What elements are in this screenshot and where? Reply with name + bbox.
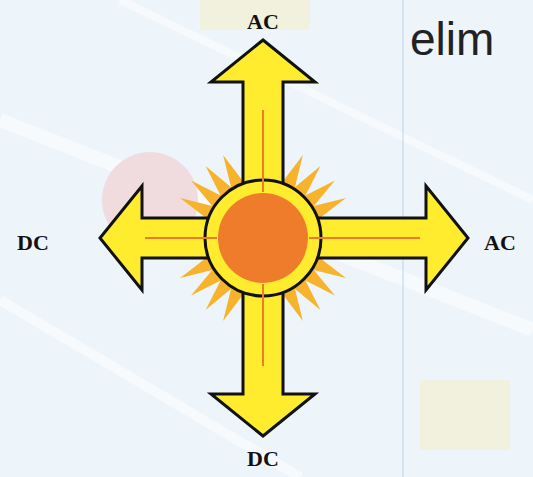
- arrow-label: AC: [247, 11, 279, 33]
- arrow-label: AC: [484, 232, 516, 254]
- arrow-label: DC: [17, 232, 49, 254]
- arrow-center-lines: [145, 110, 420, 366]
- hub-ring: [205, 180, 321, 296]
- arrow-label: DC: [247, 448, 279, 470]
- hub-circle: [218, 193, 308, 283]
- four-way-arrow: [100, 40, 468, 436]
- heading-fragment: elim: [410, 16, 494, 62]
